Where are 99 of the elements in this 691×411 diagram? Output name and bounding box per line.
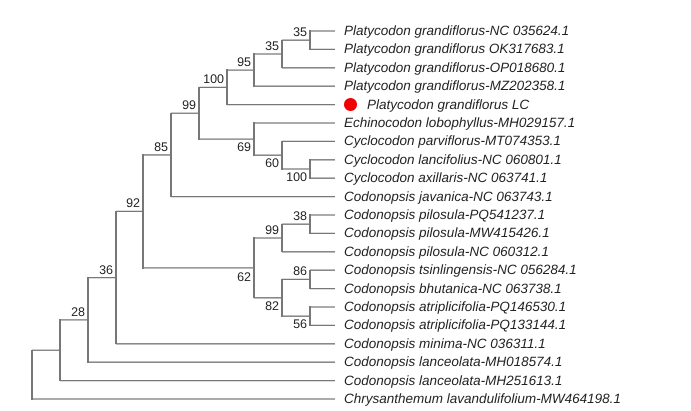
branch-node-line [309, 30, 311, 50]
branch-node-line [170, 112, 172, 198]
branch-node-line [87, 276, 89, 363]
branch-node-line [281, 140, 283, 170]
tree-branch [254, 237, 282, 239]
bootstrap-value: 95 [237, 55, 251, 70]
tree-branch [143, 154, 171, 156]
tree-branch [199, 86, 227, 88]
tree-branch [282, 140, 335, 142]
bootstrap-value: 69 [237, 140, 251, 154]
tree-branch [282, 40, 310, 41]
branch-node-line [142, 154, 144, 269]
branch-node-line [198, 86, 200, 140]
taxon-label: Platycodon grandiflorus OK317683.1 [344, 41, 565, 58]
tree-branch [60, 319, 88, 321]
taxon-label: Codonopsis pilosula-MW415426.1 [344, 225, 550, 242]
tree-branch [254, 297, 282, 298]
tree-branch [88, 362, 335, 363]
branch-node-line [226, 69, 228, 106]
branch-node-line [309, 159, 311, 179]
tree-branch [310, 178, 335, 179]
tree-branch [254, 86, 335, 87]
taxon-label: Codonopsis lanceolata-MH018574.1 [344, 354, 562, 370]
tree-branch [282, 224, 310, 225]
tree-branch [254, 154, 282, 156]
tree-branch [88, 276, 116, 278]
bootstrap-value: 100 [286, 170, 307, 184]
branch-node-line [31, 350, 33, 400]
taxon-label: Codonopsis bhutanica-NC 063738.1 [344, 280, 562, 297]
taxon-label: Platycodon grandiflorus-MZ202358.1 [344, 78, 566, 94]
tree-branch [282, 278, 310, 280]
branch-node-line [115, 210, 117, 344]
tree-branch [310, 30, 335, 32]
tree-branch [310, 232, 335, 234]
branch-node-line [309, 214, 311, 234]
branch-node-line [253, 53, 255, 87]
taxon-label: Codonopsis pilosula-NC 060312.1 [344, 244, 549, 260]
taxon-label: Platycodon grandiflorus-OP018680.1 [344, 60, 566, 76]
tree-branch [282, 168, 310, 170]
tree-branch [171, 196, 335, 198]
tree-branch [310, 48, 335, 50]
bootstrap-value: 38 [293, 209, 307, 224]
taxon-label: Platycodon grandiflorus LC [367, 96, 530, 113]
branch-node-line [253, 122, 255, 156]
bootstrap-value: 99 [265, 223, 279, 237]
bootstrap-value: 99 [182, 98, 196, 112]
bootstrap-value: 36 [99, 262, 113, 277]
taxon-label: Codonopsis lanceolata-MH251613.1 [344, 372, 562, 389]
tree-branch [60, 380, 335, 382]
bootstrap-value: 60 [265, 156, 279, 170]
taxon-label: Cyclocodon lancifolius-NC 060801.1 [344, 152, 562, 168]
bootstrap-value: 35 [265, 39, 279, 53]
tree-branch [227, 104, 335, 106]
tree-branch [310, 306, 335, 308]
tree-branch [143, 267, 254, 269]
tree-branch [199, 138, 254, 140]
taxon-label: Cyclocodon parviflorus-MT074353.1 [344, 133, 561, 150]
tree-branch [254, 122, 335, 124]
tree-branch [310, 159, 335, 160]
tree-branch [227, 69, 254, 71]
taxon-label: Codonopsis minima-NC 036311.1 [344, 336, 546, 352]
taxon-label: Cyclocodon axillaris-NC 063741.1 [344, 170, 548, 186]
taxon-label: Codonopsis javanica-NC 063743.1 [344, 188, 553, 205]
bootstrap-value: 100 [203, 72, 224, 86]
branch-node-line [281, 278, 283, 317]
tree-branch [310, 288, 335, 290]
tree-branch [32, 350, 60, 351]
tree-branch [310, 324, 335, 326]
branch-node-line [309, 270, 311, 290]
taxon-label: Codonopsis atriplicifolia-PQ133144.1 [344, 317, 566, 334]
bootstrap-value: 35 [293, 25, 307, 40]
tree-branch [310, 270, 335, 271]
bootstrap-value: 56 [293, 317, 307, 332]
branch-node-line [309, 306, 311, 326]
tree-branch [171, 112, 199, 114]
bootstrap-value: 86 [293, 264, 307, 278]
tree-branch [282, 67, 335, 68]
bootstrap-value: 92 [126, 196, 140, 210]
tree-branch [254, 53, 282, 55]
taxon-label: Codonopsis pilosula-PQ541237.1 [344, 207, 546, 223]
bootstrap-value: 62 [237, 270, 251, 284]
branch-node-line [281, 40, 283, 68]
tree-branch [310, 214, 335, 216]
taxon-label: Chrysanthemum lavandulifolium-MW464198.1 [344, 391, 621, 407]
tree-branch [32, 398, 335, 400]
taxon-label: Echinocodon lobophyllus-MH029157.1 [344, 115, 576, 131]
taxon-label: Codonopsis tsinlingensis-NC 056284.1 [344, 262, 577, 278]
branch-node-line [281, 224, 283, 252]
taxon-label: Platycodon grandiflorus-NC 035624.1 [344, 23, 570, 39]
bootstrap-value: 85 [154, 140, 168, 154]
bootstrap-value: 82 [265, 298, 279, 313]
taxon-label: Codonopsis atriplicifolia-PQ146530.1 [344, 299, 566, 315]
bootstrap-value: 28 [71, 304, 85, 319]
tree-branch [282, 316, 310, 317]
tree-branch [116, 210, 143, 212]
tree-branch [116, 343, 335, 344]
branch-node-line [59, 319, 61, 382]
tree-branch [282, 251, 335, 252]
branch-node-line [253, 237, 255, 298]
